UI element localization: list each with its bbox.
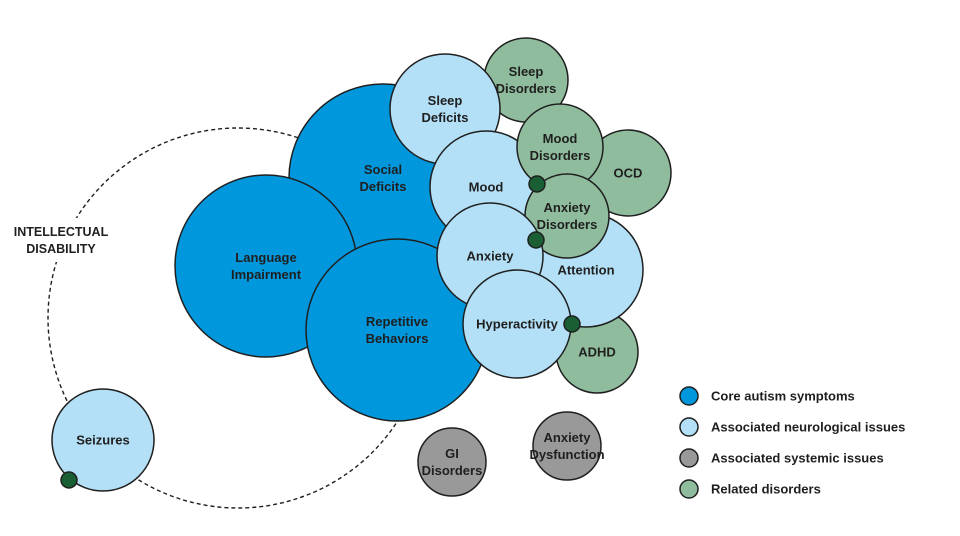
legend-label-systemic: Associated systemic issues bbox=[711, 451, 884, 466]
legend-swatch-neuro bbox=[679, 417, 699, 437]
legend-item-systemic: Associated systemic issues bbox=[679, 448, 884, 468]
legend-item-related: Related disorders bbox=[679, 479, 821, 499]
seizures-label: Seizures bbox=[76, 433, 129, 448]
adhd-label: ADHD bbox=[578, 345, 616, 360]
marker-seizures-dot bbox=[60, 471, 78, 489]
gi-disorders-bubble bbox=[417, 427, 487, 497]
attention-label: Attention bbox=[557, 263, 614, 278]
anxiety-dysfunction-bubble bbox=[532, 411, 602, 481]
legend-item-core: Core autism symptoms bbox=[679, 386, 855, 406]
marker-hyperactivity-dot bbox=[563, 315, 581, 333]
seizures-bubble bbox=[51, 388, 155, 492]
marker-mood-dot bbox=[528, 175, 546, 193]
legend-item-neuro: Associated neurological issues bbox=[679, 417, 905, 437]
legend-label-neuro: Associated neurological issues bbox=[711, 420, 905, 435]
legend-swatch-systemic bbox=[679, 448, 699, 468]
hyperactivity-label: Hyperactivity bbox=[476, 317, 558, 332]
anxiety-label: Anxiety bbox=[467, 249, 515, 264]
mood-label: Mood bbox=[469, 180, 504, 195]
legend-swatch-core bbox=[679, 386, 699, 406]
ocd-label: OCD bbox=[614, 166, 643, 181]
marker-anxiety-dot bbox=[527, 231, 545, 249]
legend-label-related: Related disorders bbox=[711, 482, 821, 497]
legend-label-core: Core autism symptoms bbox=[711, 389, 855, 404]
legend-swatch-related bbox=[679, 479, 699, 499]
